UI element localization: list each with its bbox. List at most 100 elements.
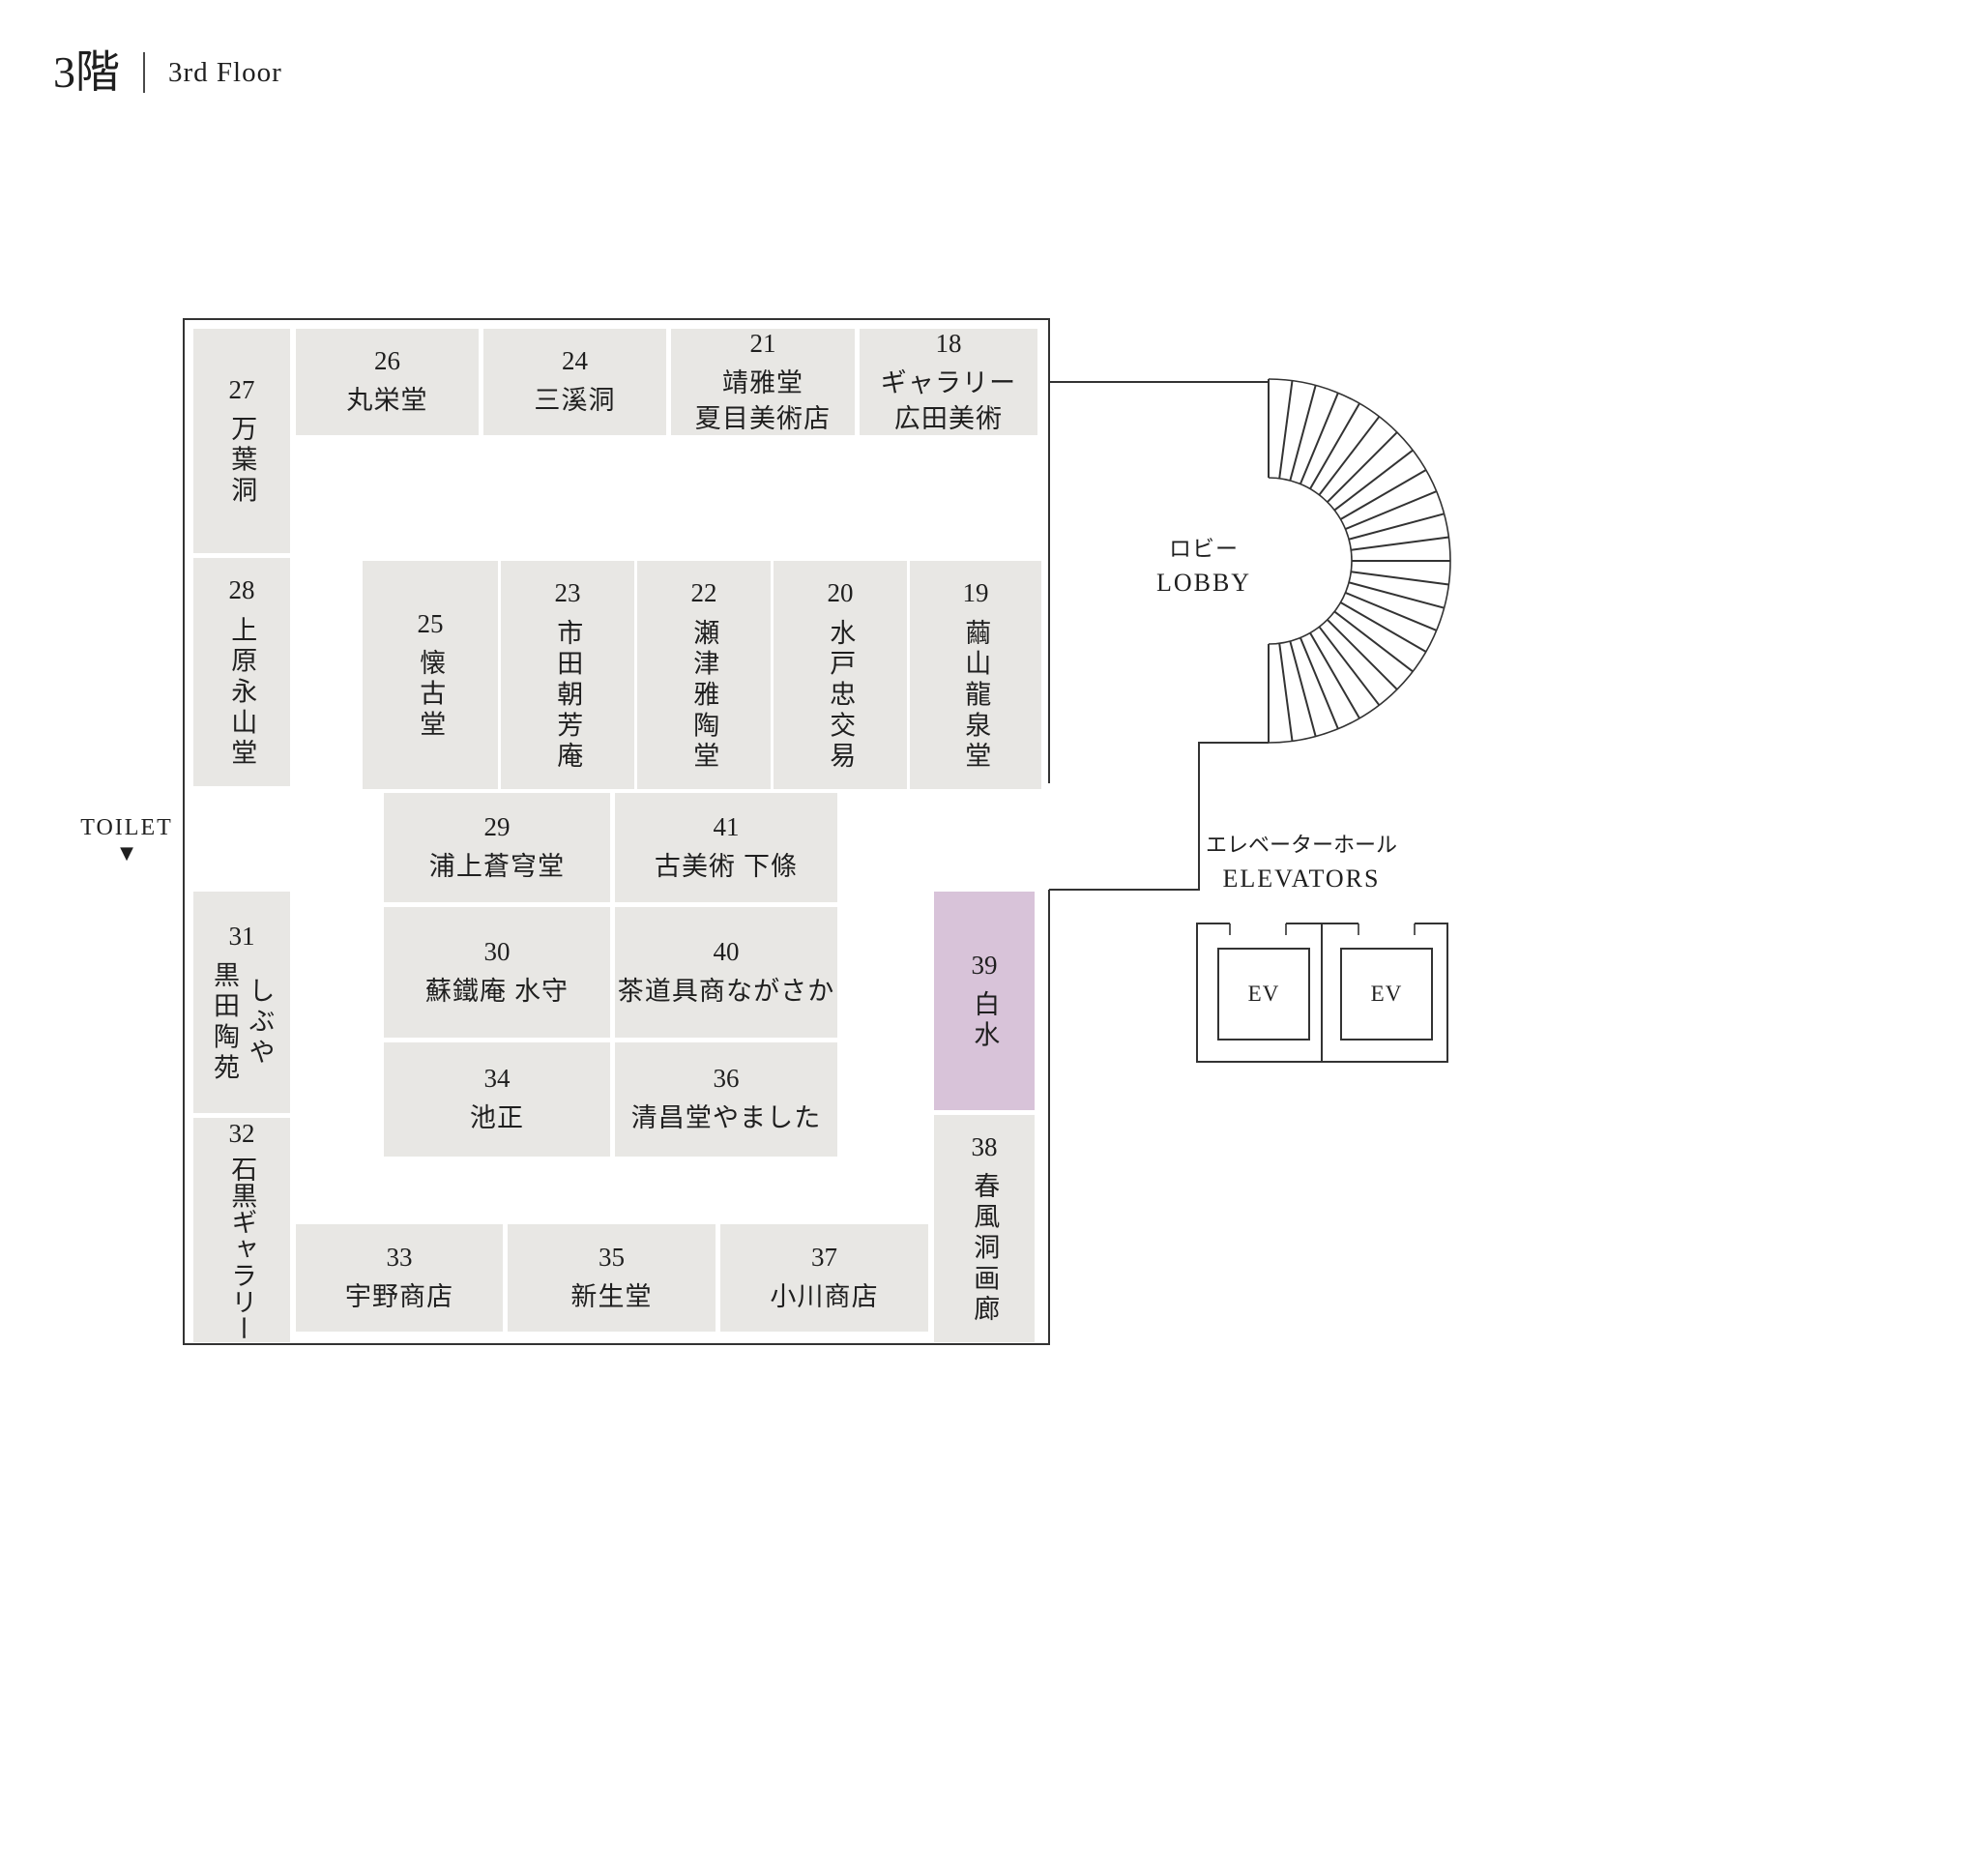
staircase-step [1327,619,1398,690]
staircase-step [1339,601,1427,653]
room-33: 33 宇野商店 [296,1224,503,1332]
staircase-step [1327,431,1398,503]
staircase-step [1278,380,1294,479]
room-name: 繭山龍泉堂 [961,618,991,773]
staircase-step [1289,640,1317,737]
room-number: 24 [562,346,588,376]
room-38: 38 春風洞画廊 [934,1115,1035,1342]
staircase-step [1345,591,1438,631]
room-name: 懐古堂 [416,649,446,742]
staircase-step [1345,490,1438,531]
room-name: 古美術 下條 [654,851,799,881]
room-name: 清昌堂やました [630,1103,822,1133]
down-arrow-icon: ▼ [120,843,133,864]
staircase-step [1333,610,1414,673]
elevator-hall-text-en: ELEVATORS [1222,865,1381,893]
room-number: 30 [483,936,511,966]
room-27: 27 万葉洞 [193,329,290,553]
elevator-right: EV [1340,948,1433,1041]
room-number: 37 [811,1242,837,1272]
lobby-text-jp: ロビー [1169,537,1239,561]
staircase-step [1299,392,1339,484]
staircase-step [1351,536,1449,551]
room-number: 28 [228,575,255,605]
room-19: 19 繭山龍泉堂 [910,561,1041,789]
staircase-step [1339,469,1427,520]
room-number: 26 [374,346,400,376]
staircase-step [1348,513,1445,541]
room-31: 31 しぶや 黒田陶苑 [193,892,290,1113]
room-name: しぶや 黒田陶苑 [210,960,275,1085]
room-name: 宇野商店 [344,1281,454,1311]
room-name: 市田朝芳庵 [553,618,583,773]
room-41: 41 古美術 下條 [615,793,837,902]
room-name: 新生堂 [570,1281,653,1311]
toilet-label: TOILET ▼ [78,815,175,864]
staircase-inner-arc [1268,477,1353,645]
staircase-step [1278,643,1294,742]
room-number: 25 [417,609,444,638]
ev-label: EV [1247,982,1280,1006]
room-number: 38 [971,1131,998,1161]
elevator-hall-text-jp: エレベーターホール [1205,833,1397,857]
room-name: ギャラリー 広田美術 [880,368,1017,433]
room-number: 31 [228,921,255,951]
staircase-step [1309,402,1360,490]
staircase-step [1318,626,1381,706]
staircase-step [1309,631,1360,719]
room-number: 34 [483,1064,511,1094]
room-name: 万葉洞 [227,415,257,508]
room-number: 27 [228,375,255,404]
elevator-hall-label: エレベーターホール ELEVATORS [1194,828,1409,894]
room-name: 茶道具商ながさか [617,976,835,1006]
room-number: 41 [713,811,740,841]
room-number: 19 [962,578,989,608]
room-name: 瀬津雅陶堂 [689,618,719,773]
staircase-step [1299,637,1339,730]
room-number: 39 [971,950,998,980]
floor-title-en: 3rd Floor [168,56,282,88]
title-divider [143,52,145,93]
room-number: 20 [827,578,854,608]
room-32: 32 石黒ギャラリー [193,1118,290,1342]
room-18: 18 ギャラリー 広田美術 [860,329,1037,435]
room-name: 丸栄堂 [346,386,428,416]
lobby-text-en: LOBBY [1155,569,1252,597]
room-number: 21 [749,328,776,358]
elevator-door-jambs [1229,923,1416,935]
staircase-step [1333,449,1414,512]
toilet-text: TOILET [80,815,173,840]
room-number: 23 [554,578,581,608]
staircase-step [1351,571,1449,586]
room-name: 石黒ギャラリー [227,1155,257,1342]
room-name: 白水 [970,990,1000,1053]
room-name: 浦上蒼穹堂 [428,851,566,881]
lobby-wall-bottom [1049,742,1269,891]
room-40: 40 茶道具商ながさか [615,907,837,1038]
elevator-left: EV [1217,948,1310,1041]
room-25: 25 懐古堂 [363,561,498,789]
room-number: 40 [713,936,740,966]
lobby-label: ロビー LOBBY [1117,530,1291,598]
room-name: 小川商店 [770,1281,879,1311]
header: 3階 3rd Floor [53,50,282,95]
staircase-step [1318,416,1381,496]
staircase-step [1348,581,1445,609]
room-number: 35 [599,1242,625,1272]
room-number: 32 [228,1119,255,1149]
floor-title-jp: 3階 [53,47,120,97]
ev-label: EV [1370,982,1403,1006]
room-name: 春風洞画廊 [970,1172,1000,1327]
room-number: 33 [386,1242,413,1272]
room-number: 18 [935,328,962,358]
